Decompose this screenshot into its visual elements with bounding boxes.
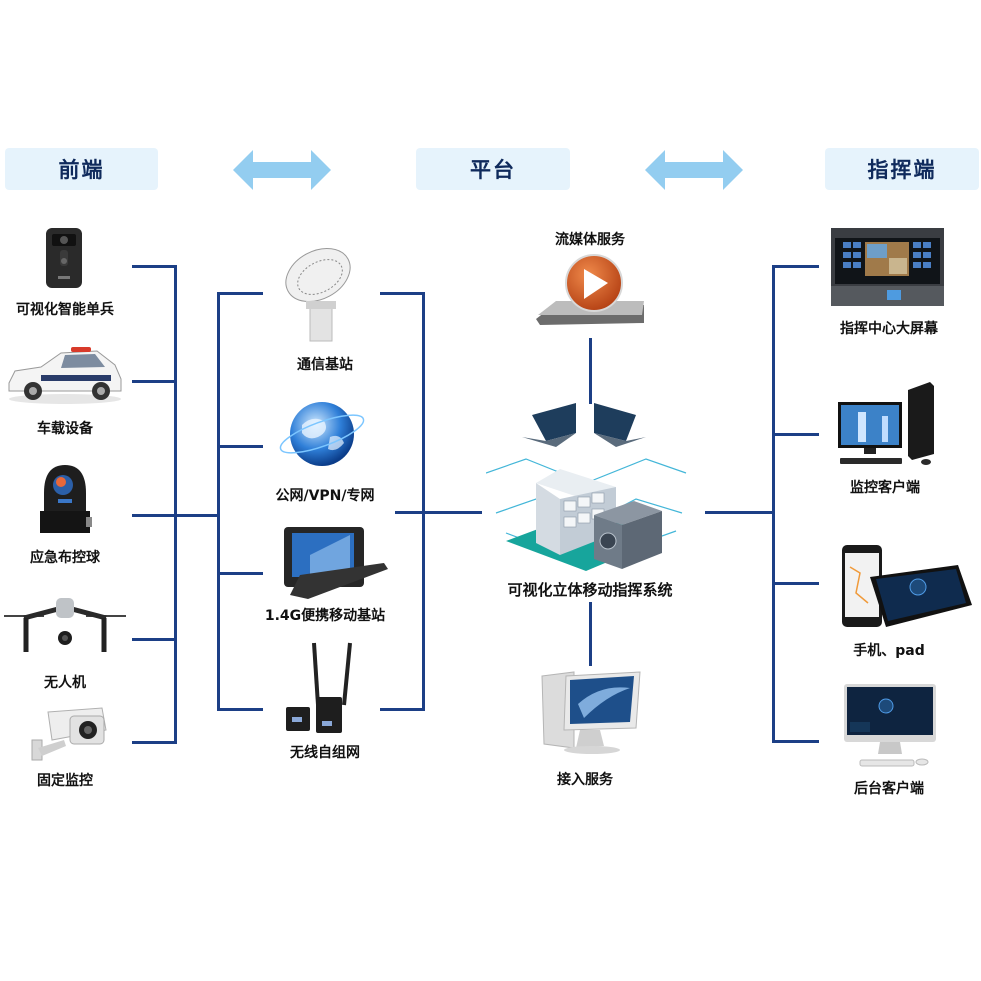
connector-line [380,708,425,711]
desktop-monitor-icon [541,671,641,754]
terminal-label: 指挥中心大屏幕 [840,321,938,337]
network-label: 通信基站 [297,357,353,373]
connector-line [132,265,177,268]
platform-label: 接入服务 [557,772,613,788]
connector-line [217,572,263,575]
platform-label: 可视化立体移动指挥系统 [507,581,673,599]
device-label: 应急布控球 [30,550,100,566]
device-label: 无人机 [44,675,86,691]
connector-line [217,292,263,295]
header-command-label: 指挥端 [867,158,937,182]
device-label: 可视化智能单兵 [16,302,114,318]
terminal-label: 后台客户端 [854,781,924,797]
connector-line [132,638,177,641]
rugged-laptop-icon [284,527,388,599]
ptz-dome-camera-icon [40,465,92,533]
surveillance-camera-icon [31,707,107,761]
header-platform-label: 平台 [470,158,516,182]
drone-icon [4,598,126,652]
connector-line [772,582,819,585]
connector-line [132,380,177,383]
connector-line [705,511,775,514]
body-camera-icon [46,228,82,288]
header-front: 前端 [5,148,158,190]
police-car-icon [8,347,122,404]
connector-line [217,708,263,711]
desktop-pc-icon [838,382,934,465]
double-arrow-icon [233,150,331,190]
header-platform: 平台 [416,148,570,190]
terminal-label: 手机、pad [853,643,925,659]
connector-line [589,338,592,404]
connector-line [422,292,425,710]
connector-line [174,265,177,744]
network-label: 无线自组网 [290,745,360,761]
video-wall-icon [831,228,944,306]
header-command: 指挥端 [825,148,979,190]
server-cluster-icon [486,403,687,571]
connector-line [772,265,819,268]
terminal-label: 监控客户端 [850,480,920,496]
network-label: 1.4G便携移动基站 [264,608,386,624]
satellite-dish-icon [285,247,351,342]
platform-label: 流媒体服务 [555,232,625,248]
double-arrow-icon [645,150,743,190]
network-label: 公网/VPN/专网 [275,488,375,504]
imac-icon [844,684,936,767]
play-button-icon [536,254,644,325]
connector-line [772,433,819,436]
device-label: 车载设备 [37,421,93,437]
header-front-label: 前端 [58,158,105,182]
connector-line [217,445,263,448]
globe-icon [279,402,365,466]
phone-tablet-icon [842,545,972,627]
connector-line [217,292,220,710]
connector-line [380,292,425,295]
connector-line [395,511,482,514]
connector-line [772,740,819,743]
connector-line [589,602,592,666]
connector-line [132,741,177,744]
wireless-mesh-radio-icon [286,642,352,733]
connector-line [132,514,220,517]
device-label: 固定监控 [37,773,93,789]
connector-line [772,265,775,743]
